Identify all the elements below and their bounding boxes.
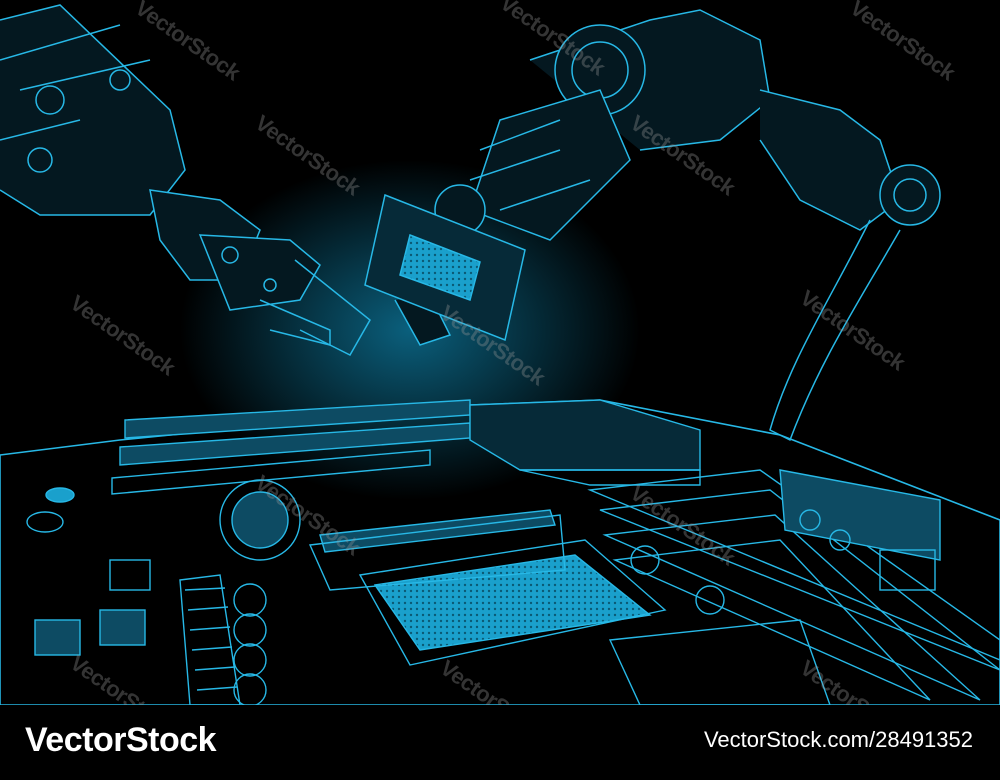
chips [34,549,936,656]
motherboard [0,399,1000,705]
pcie-slot [319,509,556,553]
image-credit: VectorStock.com/28491352 [703,727,973,752]
right-robot-arm [364,9,941,442]
ram-slot [111,449,431,495]
cmos-battery [219,479,301,561]
footer-bar: VectorStock VectorStock.com/28491352 [0,705,1000,780]
illustration [0,4,1000,705]
heatsink [179,574,241,705]
capacitors [233,509,851,705]
left-robot-arm [0,4,371,356]
chassis-corner [608,619,831,705]
gripper-finger [259,299,331,346]
vectorstock-logo-text: VectorStock [25,721,217,759]
cpu-socket [373,554,652,651]
robot-base-curve [769,219,901,442]
power-connector [779,469,941,561]
cpu-cooler [469,399,701,471]
gripper-finger [294,259,371,356]
ram-slots-right [587,469,1000,701]
